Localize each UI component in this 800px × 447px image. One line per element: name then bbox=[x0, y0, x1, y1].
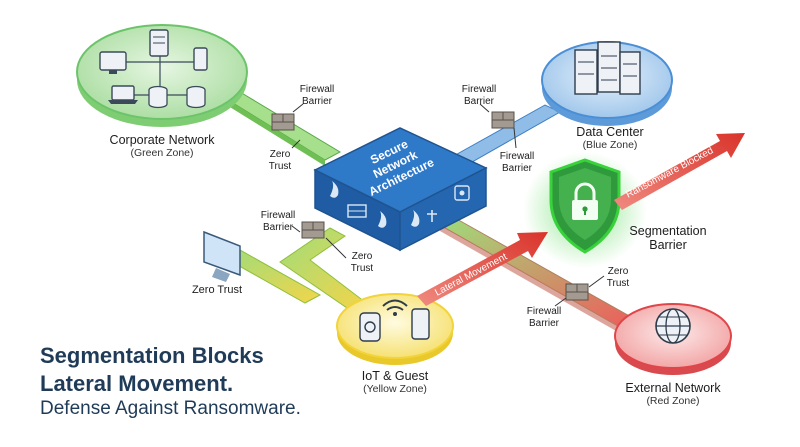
external-zone-sub: (Red Zone) bbox=[646, 395, 700, 408]
settings-device-icon bbox=[359, 312, 381, 342]
segmentation-shield bbox=[523, 152, 647, 268]
flame-icon bbox=[330, 181, 339, 198]
flame-icon bbox=[411, 210, 420, 227]
firewall-brick-datacenter bbox=[491, 111, 515, 129]
lock-shield-icon bbox=[454, 185, 470, 201]
globe-icon bbox=[655, 308, 691, 344]
corporate-zone-sub: (Green Zone) bbox=[130, 147, 194, 160]
firewall-brick-corporate bbox=[271, 113, 295, 131]
phone-icon bbox=[411, 308, 430, 340]
segmentation-barrier-label: Segmentation Barrier bbox=[629, 224, 707, 253]
firewall-label-datacenter: Firewall Barrier bbox=[461, 84, 497, 107]
firewall-label-external: Firewall Barrier bbox=[526, 306, 562, 329]
database-icon bbox=[186, 85, 206, 109]
firewall-brick-external bbox=[565, 283, 589, 301]
lateral-movement-text: Lateral Movement bbox=[433, 251, 509, 298]
corporate-platform bbox=[76, 24, 248, 127]
server-icon bbox=[149, 29, 169, 57]
corporate-zone-label: Corporate Network (Green Zone) bbox=[92, 133, 232, 159]
corporate-zone-name: Corporate Network bbox=[109, 133, 215, 147]
padlock-icon bbox=[572, 182, 598, 220]
tower-icon bbox=[193, 47, 208, 71]
zero-trust-label-device: Zero Trust bbox=[191, 284, 243, 296]
iot-zone-label: IoT & Guest (Yellow Zone) bbox=[340, 369, 450, 395]
heading-line-3: Defense Against Ransomware. bbox=[40, 398, 301, 419]
database-icon bbox=[148, 85, 168, 109]
zero-trust-label-corporate: Zero Trust bbox=[268, 149, 292, 172]
datacenter-zone-name: Data Center bbox=[576, 125, 644, 139]
heading-line-1: Segmentation Blocks bbox=[40, 343, 264, 368]
server-rack-icon bbox=[574, 41, 641, 95]
iot-zone-sub: (Yellow Zone) bbox=[363, 383, 427, 396]
firewall-label-iot: Firewall Barrier bbox=[260, 210, 296, 233]
zero-trust-label-external: Zero Trust bbox=[606, 266, 630, 289]
firewall-brick-iot bbox=[301, 221, 325, 239]
iot-platform bbox=[336, 293, 454, 365]
brick-wall-icon bbox=[347, 204, 367, 218]
network-icon bbox=[427, 210, 437, 222]
external-zone-label: External Network (Red Zone) bbox=[608, 381, 738, 407]
wifi-icon bbox=[382, 299, 408, 316]
leader-lines bbox=[291, 103, 605, 307]
datacenter-zone-label: Data Center (Blue Zone) bbox=[550, 125, 670, 151]
firewall-label-corporate: Firewall Barrier bbox=[299, 84, 335, 107]
external-platform bbox=[614, 303, 732, 375]
iot-zone-name: IoT & Guest bbox=[361, 369, 429, 383]
datacenter-zone-sub: (Blue Zone) bbox=[582, 139, 638, 152]
flame-icon bbox=[378, 211, 387, 228]
external-zone-name: External Network bbox=[625, 381, 721, 395]
ransomware-blocked-text: Ransomware Blocked bbox=[624, 145, 715, 200]
monitor-icon bbox=[203, 230, 241, 282]
heading-line-2: Lateral Movement. bbox=[40, 371, 234, 396]
datacenter-platform bbox=[541, 41, 673, 126]
core-box bbox=[313, 127, 488, 252]
zero-trust-label-iot: Zero Trust bbox=[350, 251, 374, 274]
firewall-label-datacenter-lower: Firewall Barrier bbox=[499, 151, 535, 174]
laptop-icon bbox=[108, 85, 138, 104]
desktop-icon bbox=[99, 51, 127, 74]
